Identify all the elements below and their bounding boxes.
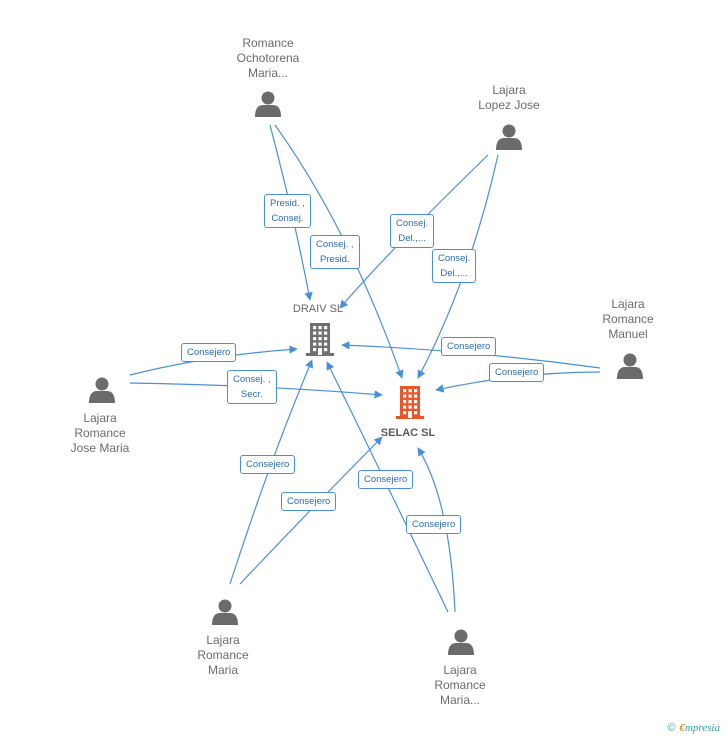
relationship-label-line: Consejero <box>246 459 290 470</box>
brand-name: mpresia <box>684 722 720 734</box>
relationship-label-line: Consej. <box>271 213 304 224</box>
relationship-label-line: Consejero <box>447 341 491 352</box>
person-icon[interactable] <box>617 353 643 380</box>
person-label-line: Lajara <box>492 83 526 97</box>
relationship-label[interactable]: Consejero <box>489 363 545 382</box>
person-icon[interactable] <box>255 91 281 118</box>
person-label-line: Romance <box>434 678 486 692</box>
person-label-line: Romance <box>602 312 654 326</box>
relationship-label-line: Presid. <box>319 254 350 265</box>
person-icon[interactable] <box>448 629 474 656</box>
relationship-label[interactable]: Consejero <box>441 337 497 356</box>
relationship-label[interactable]: Consej. Del.,... <box>390 214 435 248</box>
nodes <box>89 91 643 656</box>
person-label-line: Lajara <box>206 633 240 647</box>
footer-brand: ©€mpresia <box>667 722 720 734</box>
company-label[interactable]: DRAIV SL <box>292 303 344 315</box>
relationship-label-line: Presid. , <box>270 198 305 209</box>
relationship-label-line: Consejero <box>495 367 539 378</box>
relationship-label-line: Consej. , <box>233 374 271 385</box>
person-label-line: Lajara <box>83 411 117 425</box>
relationship-label-line: Secr. <box>240 389 263 400</box>
relationship-label[interactable]: Consejero <box>358 470 414 489</box>
person-icon[interactable] <box>496 124 522 151</box>
relationship-label[interactable]: Consej. , Secr. <box>227 370 277 404</box>
person-label-line: Jose Maria <box>70 441 130 455</box>
company-label[interactable]: SELAC SL <box>380 427 436 439</box>
person-icon[interactable] <box>89 377 115 404</box>
relationship-label[interactable]: Consejero <box>240 455 296 474</box>
relationship-label[interactable]: Consejero <box>181 343 237 362</box>
relationship-label-line: Consej. <box>438 253 471 264</box>
person-icon[interactable] <box>212 599 238 626</box>
copyright-symbol: © <box>667 722 676 734</box>
relationship-label[interactable]: Presid. , Consej. <box>264 194 311 228</box>
person-label-line: Lopez Jose <box>478 98 540 112</box>
person-label-line: Romance <box>197 648 249 662</box>
person-label-line: Romance <box>242 36 294 50</box>
relationship-label[interactable]: Consejero <box>406 515 462 534</box>
brand-initial: € <box>679 722 685 734</box>
person-label-line: Ochotorena <box>236 51 300 65</box>
building-icon[interactable] <box>396 386 424 419</box>
relationship-label-line: Consejero <box>287 496 331 507</box>
relationship-label[interactable]: Consej. Del.,... <box>432 249 477 283</box>
person-label-line: Lajara <box>443 663 477 677</box>
relationship-label[interactable]: Consejero <box>281 492 337 511</box>
relationship-label-line: Del.,... <box>440 268 468 279</box>
building-icon[interactable] <box>306 323 334 356</box>
relationship-label-line: Consejero <box>187 347 231 358</box>
relationship-label-line: Consej. <box>396 218 429 229</box>
person-label-line: Lajara <box>611 297 645 311</box>
relationship-label[interactable]: Consej. , Presid. <box>310 235 360 269</box>
relationship-label-line: Consejero <box>364 474 408 485</box>
relationship-label-line: Consej. , <box>316 239 354 250</box>
person-label-line: Romance <box>74 426 126 440</box>
relationship-label-line: Consejero <box>412 519 456 530</box>
person-label-line: Maria <box>207 663 238 677</box>
person-label-line: Maria... <box>439 693 480 707</box>
person-label-line: Maria... <box>247 66 288 80</box>
relationship-label-line: Del.,... <box>398 233 426 244</box>
person-label-line: Manuel <box>608 327 648 341</box>
